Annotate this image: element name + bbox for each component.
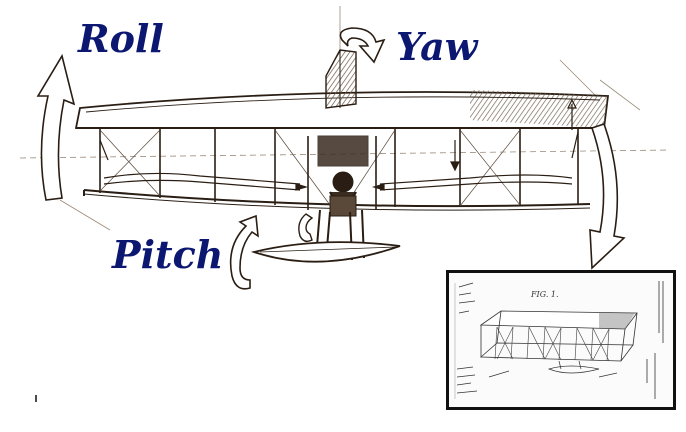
roll-arrow-left-icon xyxy=(36,53,76,201)
elevator xyxy=(250,241,401,263)
pitch-label: Pitch xyxy=(112,232,224,277)
wing-struts xyxy=(99,128,579,207)
yaw-arrow-icon xyxy=(339,27,386,64)
warping-cables xyxy=(99,98,579,191)
roll-arrow-right-icon xyxy=(589,122,626,270)
yaw-label: Yaw xyxy=(396,24,478,69)
rudder xyxy=(325,49,357,109)
pitch-arrow-small-icon xyxy=(298,213,314,243)
upper-wing xyxy=(74,90,610,129)
pilot xyxy=(307,135,377,217)
patent-sketch: FIG. 1. xyxy=(454,281,664,399)
pitch-arrow-icon xyxy=(229,214,259,290)
figure-label: FIG. 1. xyxy=(530,290,559,299)
roll-label: Roll xyxy=(78,16,164,61)
bracing-wires xyxy=(99,129,521,207)
patent-drawing-inset: FIG. 1. xyxy=(446,270,676,410)
